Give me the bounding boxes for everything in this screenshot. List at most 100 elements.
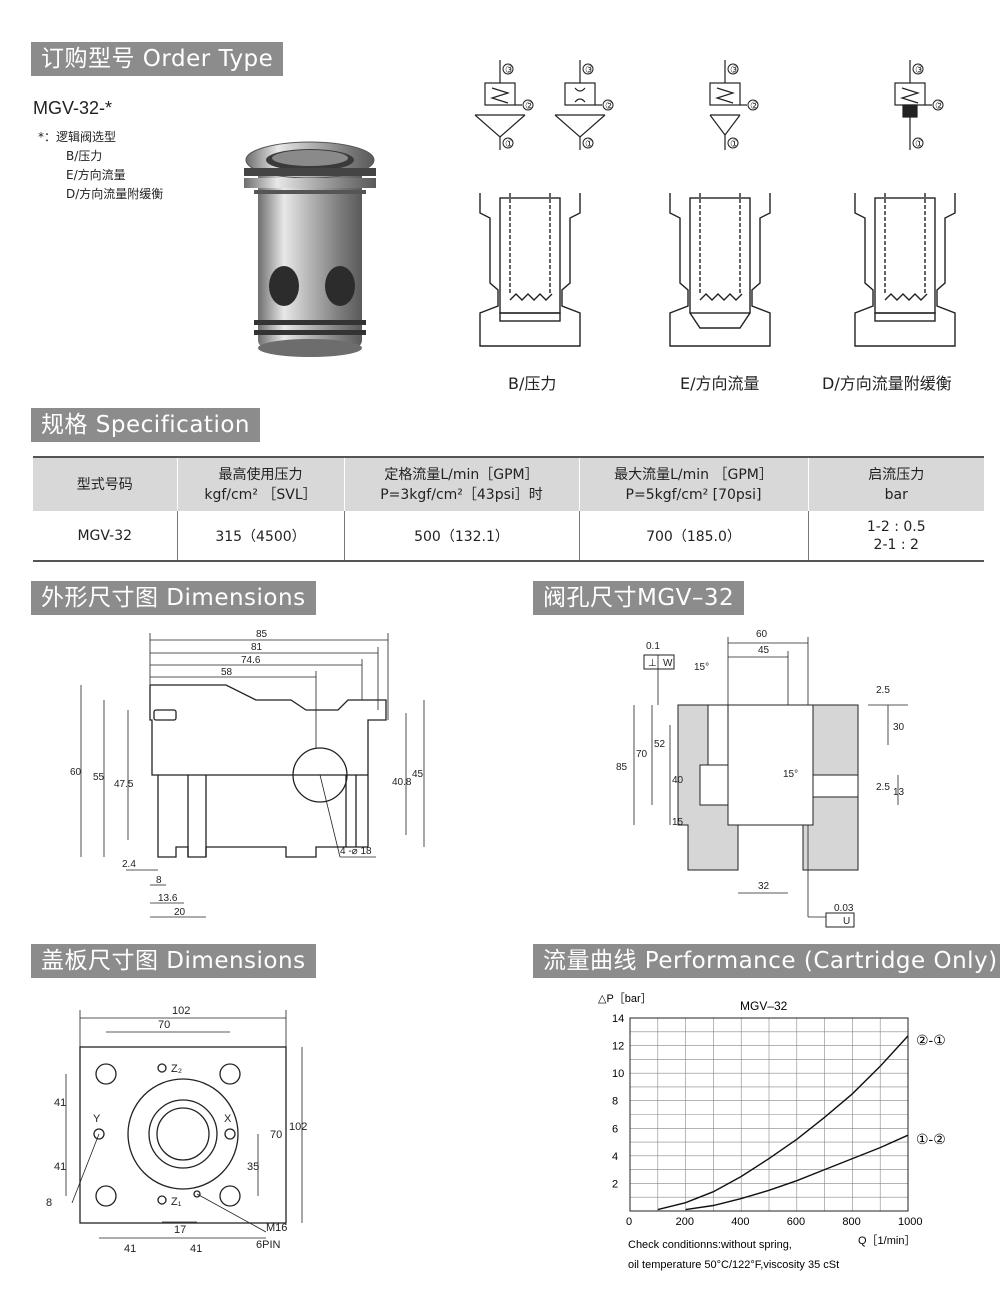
- bore-32: 32: [758, 881, 770, 892]
- port1-label: ①: [585, 139, 594, 150]
- section-title-bore: 阀孔尺寸MGV–32: [533, 581, 745, 615]
- spec-cell-max-flow: 700（185.0）: [578, 511, 808, 562]
- y-tick-label: 6: [612, 1123, 618, 1135]
- port1-label: ①: [915, 139, 924, 150]
- cover-102v: 102: [289, 1121, 307, 1133]
- x-tick-label: 0: [626, 1216, 632, 1228]
- y-tick-label: 12: [612, 1041, 624, 1053]
- caption-e: E/方向流量: [680, 374, 760, 393]
- bore-2-5b: 2.5: [876, 782, 890, 793]
- cover-17: 17: [174, 1224, 186, 1236]
- port2-label: ②: [525, 101, 534, 112]
- section-title-order-type: 订购型号 Order Type: [31, 42, 284, 76]
- bore-13: 13: [893, 787, 905, 798]
- section-title-dimensions: 外形尺寸图 Dimensions: [31, 581, 316, 615]
- chart-ylabel: △P［bar］: [598, 992, 652, 1005]
- dim-2-4: 2.4: [122, 859, 136, 870]
- port1-label: ①: [505, 139, 514, 150]
- caption-d: D/方向流量附缓衡: [822, 374, 952, 393]
- cover-8: 8: [46, 1197, 52, 1209]
- chart-series: [657, 1035, 909, 1211]
- bore-15deg-a: 15°: [694, 662, 709, 673]
- bore-52: 52: [654, 739, 666, 750]
- x-tick-label: 1000: [898, 1216, 922, 1228]
- section-title-cover: 盖板尺寸图 Dimensions: [31, 944, 316, 978]
- y-tick-label: 10: [612, 1068, 624, 1080]
- port1-label: ①: [730, 139, 739, 150]
- bore-15deg-b: 15°: [783, 769, 798, 780]
- table-row: MGV-32 315（4500） 500（132.1） 700（185.0） 1…: [33, 511, 984, 562]
- option-b: B/压力: [66, 149, 103, 163]
- x-tick-label: 600: [787, 1216, 805, 1228]
- spec-header-max-flow: 最大流量L/min ［GPM］P=5kgf/cm² [70psi]: [578, 456, 808, 511]
- chart-title: MGV–32: [740, 999, 788, 1013]
- y-tick-label: 2: [612, 1178, 618, 1190]
- bore-30: 30: [893, 722, 905, 733]
- cover-pin: 6PIN: [256, 1239, 281, 1251]
- section-title-specification: 规格 Specification: [31, 408, 260, 442]
- cover-y: Y: [93, 1113, 101, 1125]
- bore-2-5a: 2.5: [876, 685, 890, 696]
- bore-45: 45: [758, 645, 770, 656]
- bore-85: 85: [616, 762, 628, 773]
- spec-cell-model: MGV-32: [33, 511, 177, 562]
- port3-label: ③: [730, 65, 739, 76]
- bore-perp: ⊥: [648, 658, 657, 669]
- series-line-0: [657, 1035, 909, 1211]
- model-code: MGV-32-*: [33, 98, 113, 118]
- dim-13-6: 13.6: [158, 893, 178, 904]
- cover-35: 35: [247, 1161, 259, 1173]
- chart-grid: [629, 1017, 909, 1212]
- cover-41b: 41: [54, 1161, 66, 1173]
- x-tick-label: 800: [842, 1216, 860, 1228]
- caption-b: B/压力: [508, 374, 557, 393]
- dim-74-6: 74.6: [241, 655, 261, 666]
- dim-85: 85: [256, 629, 268, 640]
- cover-41d: 41: [190, 1243, 202, 1255]
- dim-40-8: 40.8: [392, 777, 412, 788]
- cartridge-photo: [244, 141, 376, 357]
- cover-70: 70: [158, 1019, 170, 1031]
- series-line-1: [685, 1134, 909, 1211]
- bore-40: 40: [672, 775, 684, 786]
- series-label-12: ①-②: [916, 1131, 946, 1147]
- x-tick-label: 400: [731, 1216, 749, 1228]
- bore-15: 15: [672, 817, 684, 828]
- option-d: D/方向流量附缓衡: [66, 187, 164, 201]
- port3-label: ③: [505, 65, 514, 76]
- spec-header-rated-flow: 定格流量L/min［GPM］P=3kgf/cm²［43psi］时: [343, 456, 579, 511]
- dim-47-5: 47.5: [114, 779, 134, 790]
- cover-z2: Z₂: [171, 1063, 182, 1075]
- dim-20: 20: [174, 907, 186, 918]
- cover-drawing: 102 70 Z₂ Z₁ Y X 41 41 8 70 102 35 17 41…: [46, 1005, 307, 1255]
- chart-xlabel: Q［1/min］: [858, 1234, 915, 1247]
- bore-70: 70: [636, 749, 648, 760]
- bore-0-03: 0.03: [834, 903, 854, 914]
- y-tick-label: 4: [612, 1151, 618, 1163]
- chart-note-2: oil temperature 50°C/122°F,viscosity 35 …: [628, 1259, 839, 1271]
- plot-frame: [629, 1017, 909, 1212]
- series-label-21: ②-①: [916, 1032, 946, 1048]
- bore-60: 60: [756, 629, 768, 640]
- port2-label: ②: [750, 101, 759, 112]
- cover-z1: Z₁: [171, 1196, 182, 1208]
- port3-label: ③: [915, 65, 924, 76]
- option-e: E/方向流量: [66, 168, 126, 182]
- spec-cell-rated-flow: 500（132.1）: [343, 511, 579, 562]
- section-title-performance: 流量曲线 Performance (Cartridge Only): [533, 944, 1000, 978]
- cover-70v: 70: [270, 1129, 282, 1141]
- dim-8: 8: [156, 875, 162, 886]
- spec-header-model: 型式号码: [33, 456, 177, 511]
- cover-m16: M16: [266, 1222, 287, 1234]
- bore-u: U: [843, 916, 850, 927]
- dim-81: 81: [251, 642, 263, 653]
- star-line: *：逻辑阀选型: [38, 130, 117, 144]
- y-tick-label: 14: [612, 1013, 624, 1025]
- spec-cell-pressure: 315（4500）: [176, 511, 344, 562]
